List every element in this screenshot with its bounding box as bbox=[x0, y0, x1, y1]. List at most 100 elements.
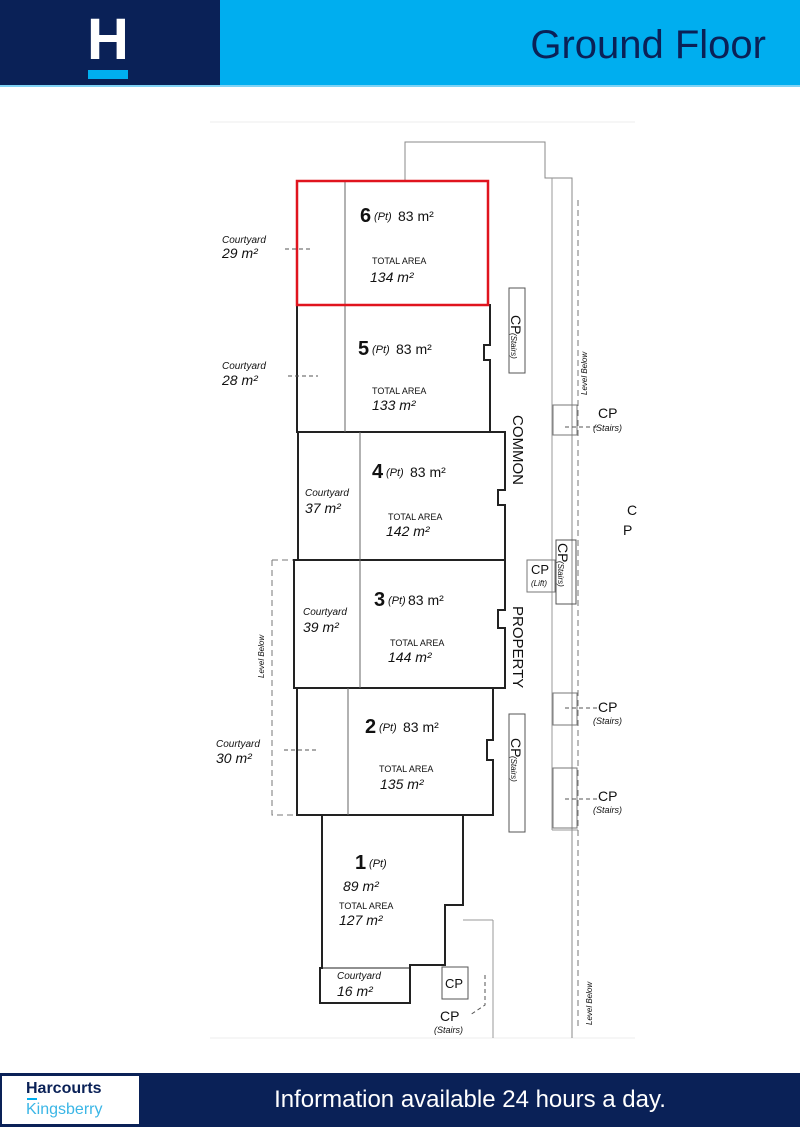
unit-area: 83 m² bbox=[408, 592, 444, 608]
lift-box bbox=[526, 559, 556, 593]
courtyard-label: Courtyard bbox=[337, 971, 381, 982]
stairs-text: (Stairs) bbox=[509, 333, 518, 359]
cp-stairs-label: CP (Stairs) bbox=[434, 1008, 463, 1035]
unit-3[interactable]: 3 (Pt) 83 m² TOTAL AREA 144 m² Courtyard… bbox=[303, 589, 444, 665]
total-label: TOTAL AREA bbox=[372, 386, 426, 396]
cp-text: CP bbox=[508, 738, 524, 757]
unit-6-outline bbox=[295, 179, 490, 307]
courtyard-label: Courtyard bbox=[305, 488, 349, 499]
stair-box bbox=[552, 767, 578, 829]
unit-1[interactable]: 1 (Pt) 89 m² TOTAL AREA 127 m² Courtyard… bbox=[337, 852, 393, 999]
site-outline bbox=[210, 121, 635, 1039]
stair-box bbox=[508, 287, 526, 374]
edge-text-c: C bbox=[627, 502, 637, 518]
cp-box-label: CP bbox=[445, 976, 463, 991]
total-area: 134 m² bbox=[370, 269, 415, 285]
page-title: Ground Floor bbox=[530, 23, 766, 67]
unit-pt: (Pt) bbox=[374, 211, 392, 223]
total-area: 144 m² bbox=[388, 649, 433, 665]
unit-area: 89 m² bbox=[343, 878, 380, 894]
total-label: TOTAL AREA bbox=[372, 256, 426, 266]
unit-area: 83 m² bbox=[396, 341, 432, 357]
total-label: TOTAL AREA bbox=[339, 901, 393, 911]
property-label: PROPERTY bbox=[509, 606, 526, 688]
cp-text: CP bbox=[531, 562, 549, 577]
cp-text: CP bbox=[440, 1008, 459, 1024]
total-area: 135 m² bbox=[380, 776, 425, 792]
total-label: TOTAL AREA bbox=[388, 512, 442, 522]
unit-pt: (Pt) bbox=[369, 858, 387, 870]
unit-2[interactable]: 2 (Pt) 83 m² TOTAL AREA 135 m² Courtyard… bbox=[216, 716, 439, 792]
courtyard-label: Courtyard bbox=[222, 361, 266, 372]
total-area: 142 m² bbox=[386, 523, 431, 539]
unit-area: 83 m² bbox=[403, 719, 439, 735]
total-area: 127 m² bbox=[339, 912, 384, 928]
level-below-label: Level Below bbox=[580, 351, 589, 395]
cp-text: CP bbox=[598, 699, 617, 715]
unit-number: 3 bbox=[374, 589, 385, 611]
header-title-panel bbox=[220, 0, 800, 85]
courtyard-label: Courtyard bbox=[216, 739, 260, 750]
stairs-text: (Stairs) bbox=[434, 1025, 463, 1035]
unit-area: 83 m² bbox=[410, 464, 446, 480]
total-label: TOTAL AREA bbox=[379, 764, 433, 774]
courtyard-area: 39 m² bbox=[303, 619, 340, 635]
unit-4[interactable]: 4 (Pt) 83 m² TOTAL AREA 142 m² Courtyard… bbox=[305, 461, 446, 539]
footer-logo: Harcourts Kingsberry bbox=[2, 1076, 139, 1124]
unit-5[interactable]: 5 (Pt) 83 m² TOTAL AREA 133 m² Courtyard… bbox=[221, 338, 432, 413]
common-label: COMMON bbox=[509, 415, 526, 485]
cp-stairs-label: CP (Stairs) bbox=[508, 315, 524, 359]
unit-1-outline bbox=[319, 814, 464, 1004]
cp-stairs-label: CP (Stairs) bbox=[593, 699, 622, 726]
courtyard-area: 29 m² bbox=[221, 245, 259, 261]
logo-underline bbox=[88, 70, 128, 79]
lower-walkway bbox=[463, 919, 494, 1038]
unit-number: 5 bbox=[358, 338, 369, 360]
edge-text-p: P bbox=[623, 522, 632, 538]
cp-lift-label: CP (Lift) bbox=[531, 562, 549, 588]
stair-box bbox=[552, 692, 578, 726]
unit-number: 1 bbox=[355, 852, 366, 874]
courtyard-area: 28 m² bbox=[221, 372, 259, 388]
unit-pt: (Pt) bbox=[372, 344, 390, 356]
unit-number: 6 bbox=[360, 205, 371, 227]
stairs-text: (Stairs) bbox=[593, 423, 622, 433]
cp-text: CP bbox=[598, 788, 617, 804]
level-below-label: Level Below bbox=[257, 634, 266, 678]
cp-stairs-label: CP (Stairs) bbox=[555, 543, 571, 587]
header-divider bbox=[0, 85, 800, 87]
stairs-text: (Stairs) bbox=[593, 716, 622, 726]
unit-pt: (Pt) bbox=[379, 722, 397, 734]
courtyard-area: 37 m² bbox=[305, 500, 342, 516]
stairs-text: (Stairs) bbox=[593, 805, 622, 815]
brand-office: Kingsberry bbox=[26, 1101, 103, 1118]
level-below-line-left bbox=[271, 559, 297, 816]
total-area: 133 m² bbox=[372, 397, 417, 413]
stair-box bbox=[552, 404, 578, 436]
cp-stairs-label: CP (Stairs) bbox=[593, 405, 622, 433]
unit-number: 4 bbox=[372, 461, 384, 483]
courtyard-area: 30 m² bbox=[216, 750, 253, 766]
courtyard-leaders bbox=[284, 248, 318, 751]
lift-text: (Lift) bbox=[531, 579, 547, 588]
unit-area: 83 m² bbox=[398, 208, 434, 224]
total-label: TOTAL AREA bbox=[390, 638, 444, 648]
stair-box bbox=[508, 713, 526, 833]
level-below-label: Level Below bbox=[585, 981, 594, 1025]
unit-number: 2 bbox=[365, 716, 376, 738]
stair-box bbox=[441, 966, 469, 1000]
site-boundary bbox=[404, 141, 573, 1038]
courtyard-label: Courtyard bbox=[222, 235, 266, 246]
unit-6[interactable]: 6 (Pt) 83 m² TOTAL AREA 134 m² Courtyard… bbox=[221, 205, 434, 285]
courtyard-label: Courtyard bbox=[303, 607, 347, 618]
brand-dash bbox=[27, 1098, 37, 1100]
cp-leaders bbox=[469, 426, 597, 1016]
unit-2-outline bbox=[296, 687, 494, 816]
unit-pt: (Pt) bbox=[386, 467, 404, 479]
stairs-text: (Stairs) bbox=[509, 756, 518, 782]
courtyard-dividers bbox=[344, 181, 361, 815]
stair-box bbox=[555, 539, 577, 605]
stairs-text: (Stairs) bbox=[556, 561, 565, 587]
cp-text: CP bbox=[598, 405, 617, 421]
